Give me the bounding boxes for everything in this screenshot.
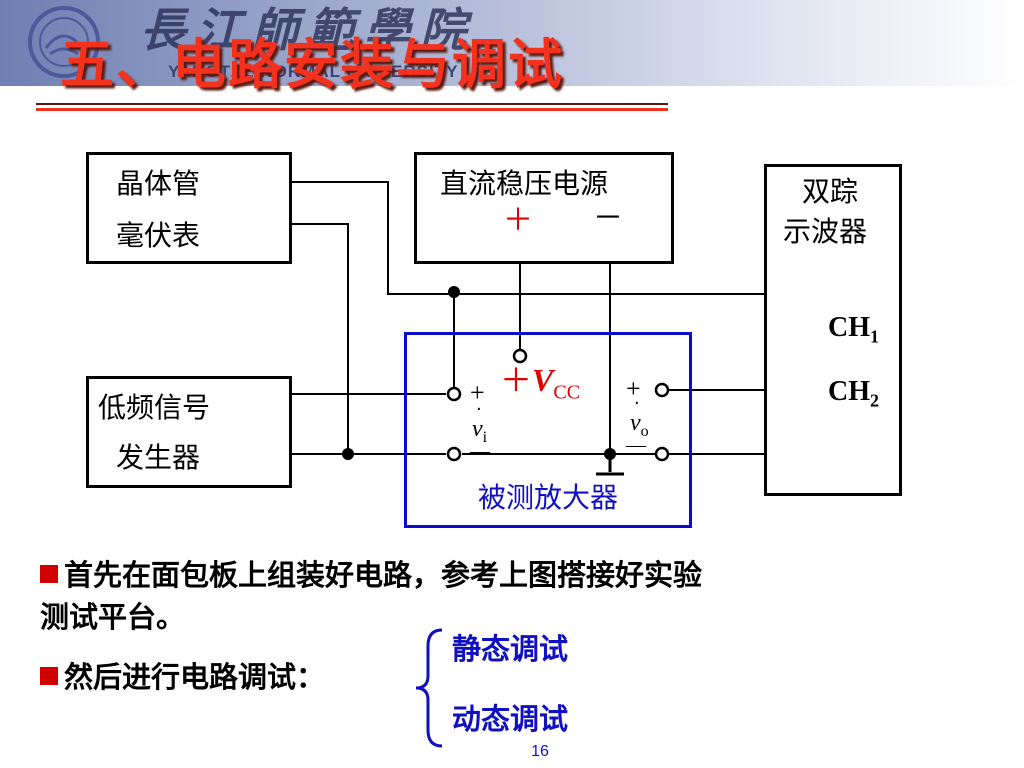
bullet-1-continued: 测试平台。 — [40, 600, 186, 634]
bullet-1: 首先在面包板上组装好电路，参考上图搭接好实验 — [40, 556, 702, 594]
input-phasor-dot: · — [476, 399, 482, 420]
output-plus-sign: + — [626, 374, 641, 403]
scope-label-line2: 示波器 — [783, 215, 868, 248]
transistor-millivoltmeter-block — [86, 152, 292, 264]
amplifier-under-test-block — [404, 332, 692, 528]
university-name-en: YANGTZE NORMAL UNIVERSITY — [168, 62, 459, 81]
title-rule-accent — [36, 108, 668, 111]
input-minus-sign: — — [470, 440, 490, 462]
dc-power-supply-block — [414, 152, 674, 264]
curly-brace-icon — [415, 628, 443, 748]
bullet-2: 然后进行电路调试： — [40, 658, 325, 696]
input-plus-sign: + — [470, 378, 485, 407]
output-phasor-dot: · — [634, 393, 640, 414]
bullet-square-icon — [40, 667, 58, 685]
university-logo-icon — [28, 6, 100, 78]
meter-label-line1: 晶体管 — [116, 167, 201, 200]
amplifier-label: 被测放大器 — [477, 481, 618, 514]
output-voltage-label: vo — [630, 410, 649, 440]
signal-generator-block — [86, 376, 292, 488]
title-rule — [36, 103, 668, 105]
channel-2-label: CH2 — [828, 376, 879, 411]
meter-label-line2: 毫伏表 — [116, 219, 201, 252]
generator-label-line2: 发生器 — [116, 441, 201, 474]
bullet-square-icon — [40, 565, 58, 583]
page-number: 16 — [531, 743, 549, 760]
channel-1-label: CH1 — [828, 312, 879, 347]
university-name-cn: 長江師範學院 — [140, 3, 476, 57]
static-debug-item: 静态调试 — [452, 632, 569, 666]
power-plus-sign: ＋ — [503, 204, 533, 237]
vcc-label: ＋VCC — [500, 362, 581, 404]
header-band — [0, 0, 1024, 86]
scope-label-line1: 双踪 — [802, 175, 859, 208]
generator-label-line1: 低频信号 — [98, 391, 211, 424]
output-minus-sign: — — [626, 434, 646, 456]
power-supply-label: 直流稳压电源 — [440, 167, 609, 200]
dynamic-debug-item: 动态调试 — [452, 702, 569, 736]
page-title: 五、电路安装与调试 — [60, 33, 564, 96]
input-voltage-label: vi — [472, 416, 488, 446]
power-minus-sign: － — [593, 202, 623, 235]
oscilloscope-block — [764, 164, 902, 496]
